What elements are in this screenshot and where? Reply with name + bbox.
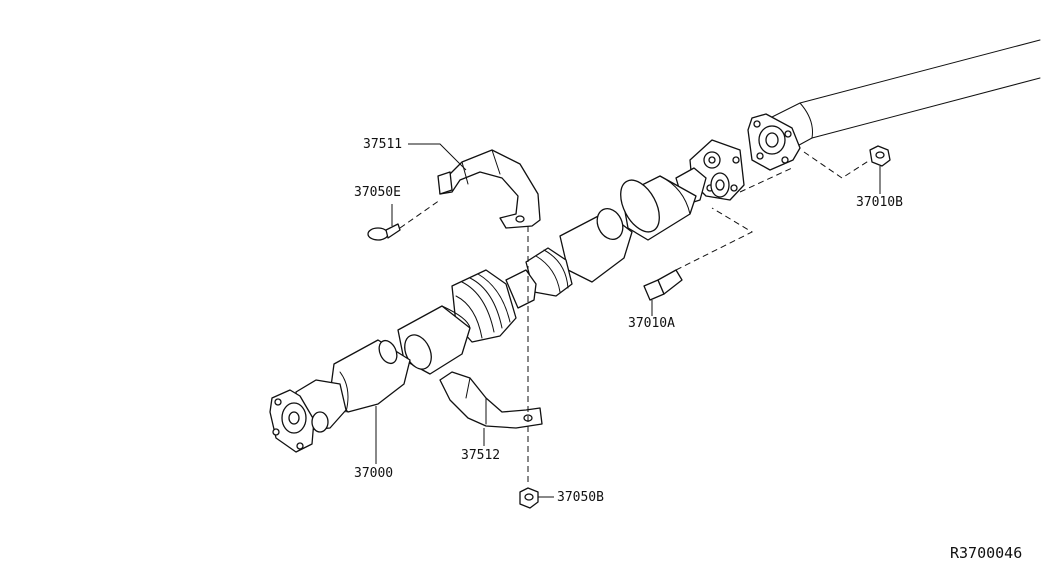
label-37050e: 37050E: [354, 185, 401, 200]
companion-flange: [747, 113, 801, 171]
front-shaft-tube: [329, 339, 411, 413]
bolt-37010a-icon: [643, 269, 683, 301]
lower-bracket: [439, 371, 543, 429]
assembly-dashed-lines: [399, 151, 871, 486]
bolt-37050e-icon: [367, 223, 401, 241]
label-37512: 37512: [461, 448, 500, 463]
label-37050b: 37050B: [557, 490, 604, 505]
leader-lines: [375, 143, 881, 498]
nut-37050b-icon: [519, 487, 539, 509]
label-37000: 37000: [354, 466, 393, 481]
label-37010b: 37010B: [856, 195, 903, 210]
label-37010a: 37010A: [628, 316, 675, 331]
nut-37010b-icon: [869, 145, 891, 167]
upper-bracket: [437, 149, 541, 229]
figure-code: R3700046: [950, 544, 1022, 562]
front-shaft-middle-section: [397, 305, 471, 375]
label-37511: 37511: [363, 137, 402, 152]
front-universal-joint: [269, 379, 347, 453]
centre-bearing-section: [505, 207, 633, 309]
rear-shaft-section: [620, 175, 697, 241]
shaft-tube-extension: [769, 39, 1041, 151]
